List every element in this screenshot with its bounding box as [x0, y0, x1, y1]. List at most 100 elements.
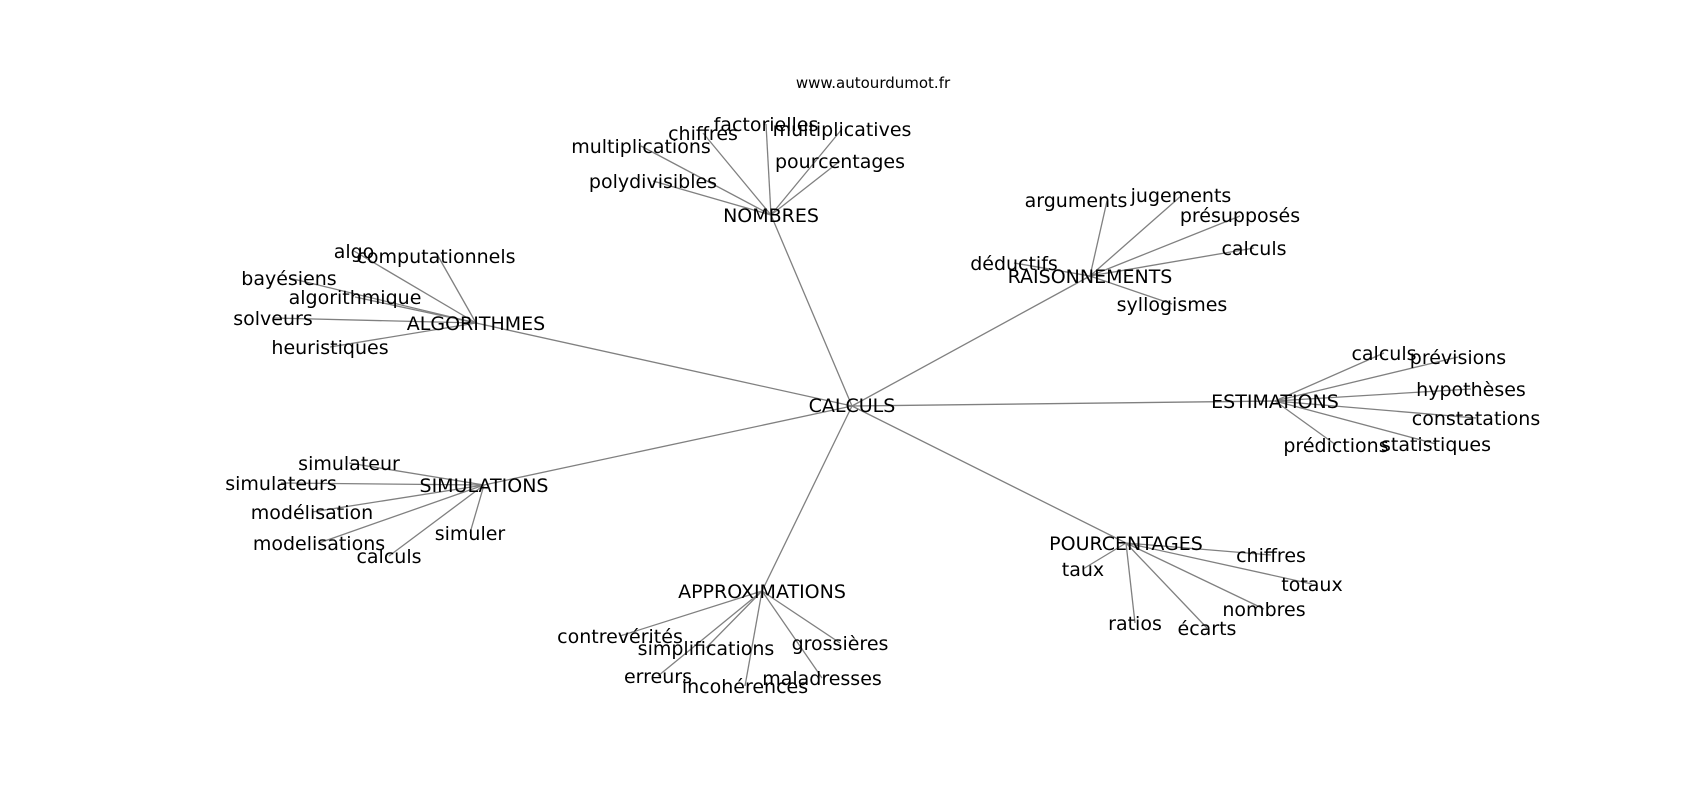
center-to-hub-edge: [761, 405, 853, 592]
word-node-label: arguments: [1025, 190, 1128, 212]
hub-to-word-edge: [469, 484, 485, 534]
word-node-label: ratios: [1108, 613, 1162, 635]
word-node-label: heuristiques: [271, 337, 388, 359]
hub-to-word-edge: [1089, 275, 1173, 305]
word-node-label: calculs: [1351, 343, 1416, 365]
word-node-label: contrevérités: [557, 626, 683, 648]
word-node-label: chiffres: [668, 123, 738, 145]
hub-to-word-edge: [288, 277, 477, 324]
hub-to-word-edge: [1125, 542, 1313, 585]
hub-to-word-edge: [318, 484, 485, 544]
hub-to-word-edge: [311, 484, 485, 513]
center-to-hub-edge: [770, 214, 853, 407]
word-node-label: calculs: [1221, 238, 1286, 260]
hub-to-word-edge: [702, 132, 772, 216]
word-node-label: nombres: [1222, 599, 1305, 621]
hub-node-label: NOMBRES: [723, 205, 819, 227]
word-node-label: erreurs: [624, 666, 692, 688]
hub-node-label: ESTIMATIONS: [1211, 391, 1339, 413]
labels-layer: www.autourdumot.fr CALCULS NOMBRES factor…: [225, 74, 1540, 698]
center-to-hub-edge: [483, 405, 853, 486]
word-node-label: bayésiens: [241, 268, 336, 290]
word-node-label: simuler: [435, 523, 506, 545]
word-node-label: présupposés: [1180, 205, 1300, 227]
hub-to-word-edge: [1125, 542, 1136, 624]
hub-to-word-edge: [619, 590, 763, 637]
word-node-label: simulateurs: [225, 473, 337, 495]
word-node-label: simulateur: [298, 453, 400, 475]
word-node-label: simplifications: [638, 638, 775, 660]
word-node-label: factorielles: [714, 114, 819, 136]
word-node-label: computationnels: [356, 246, 515, 268]
hub-node-label: ALGORITHMES: [407, 313, 545, 335]
word-node-label: multiplications: [571, 136, 711, 158]
hub-to-word-edge: [437, 255, 477, 324]
hub-to-word-edge: [1125, 542, 1208, 629]
hub-to-word-edge: [1089, 247, 1255, 277]
word-node-label: constatations: [1412, 408, 1541, 430]
center-to-hub-edge: [851, 405, 1127, 544]
hub-to-word-edge: [705, 590, 763, 649]
hub-to-word-edge: [354, 296, 477, 324]
hub-to-word-edge: [1274, 400, 1477, 419]
site-watermark[interactable]: www.autourdumot.fr: [796, 74, 951, 92]
word-node-label: maladresses: [762, 668, 882, 690]
hub-node-label: POURCENTAGES: [1049, 533, 1203, 555]
word-node-label: algo: [334, 241, 375, 263]
word-node-label: modélisation: [251, 502, 373, 524]
hub-to-word-edge: [770, 160, 841, 216]
word-node-label: pourcentages: [775, 151, 905, 173]
word-node-label: taux: [1062, 559, 1104, 581]
hub-node-label: APPROXIMATIONS: [678, 581, 846, 603]
word-node-label: statistiques: [1381, 434, 1491, 456]
hub-node-label: RAISONNEMENTS: [1008, 266, 1173, 288]
hub-to-word-edge: [1274, 356, 1459, 402]
hub-to-word-edge: [761, 590, 841, 644]
hub-to-word-edge: [1082, 542, 1127, 570]
hub-to-word-edge: [1089, 195, 1182, 277]
word-node-label: multiplicatives: [773, 119, 912, 141]
hub-to-word-edge: [1125, 542, 1272, 556]
word-node-label: chiffres: [1236, 545, 1306, 567]
hub-to-word-edge: [765, 123, 772, 216]
hub-to-word-edge: [640, 145, 772, 216]
hub-to-word-edge: [1274, 352, 1385, 402]
hub-to-word-edge: [1013, 262, 1091, 277]
center-to-hub-edge: [475, 322, 853, 407]
word-node-label: totaux: [1281, 574, 1342, 596]
word-node-label: polydivisibles: [589, 171, 717, 193]
hub-to-word-edge: [744, 590, 763, 687]
hub-to-word-edge: [329, 322, 477, 348]
hub-node-label: SIMULATIONS: [420, 475, 549, 497]
hub-to-word-edge: [652, 180, 772, 216]
word-node-label: calculs: [356, 546, 421, 568]
hub-to-word-edge: [280, 482, 485, 486]
edges-layer: [272, 123, 1477, 687]
hub-to-word-edge: [1274, 400, 1437, 445]
word-node-label: solveurs: [233, 308, 313, 330]
hub-to-word-edge: [1089, 215, 1241, 277]
center-to-hub-edge: [851, 400, 1276, 407]
hub-to-word-edge: [1089, 200, 1108, 277]
hub-to-word-edge: [770, 128, 843, 216]
hub-to-word-edge: [657, 590, 763, 677]
hub-to-word-edge: [272, 317, 477, 324]
hub-to-word-edge: [388, 484, 485, 557]
word-node-label: jugements: [1130, 185, 1232, 207]
hub-to-word-edge: [1274, 400, 1337, 446]
hub-to-word-edge: [761, 590, 823, 679]
word-node-label: algorithmique: [289, 287, 422, 309]
hub-to-word-edge: [348, 462, 485, 486]
word-node-label: hypothèses: [1416, 379, 1526, 401]
center-to-hub-edge: [851, 275, 1091, 407]
hub-to-word-edge: [1274, 388, 1472, 402]
word-node-label: prédictions: [1283, 435, 1388, 457]
word-node-label: incohérences: [682, 676, 808, 698]
word-node-label: écarts: [1178, 618, 1237, 640]
word-node-label: déductifs: [970, 253, 1058, 275]
word-node-label: syllogismes: [1117, 294, 1228, 316]
word-node-label: modelisations: [253, 533, 385, 555]
center-node-label: CALCULS: [809, 395, 896, 417]
hub-to-word-edge: [353, 250, 477, 324]
